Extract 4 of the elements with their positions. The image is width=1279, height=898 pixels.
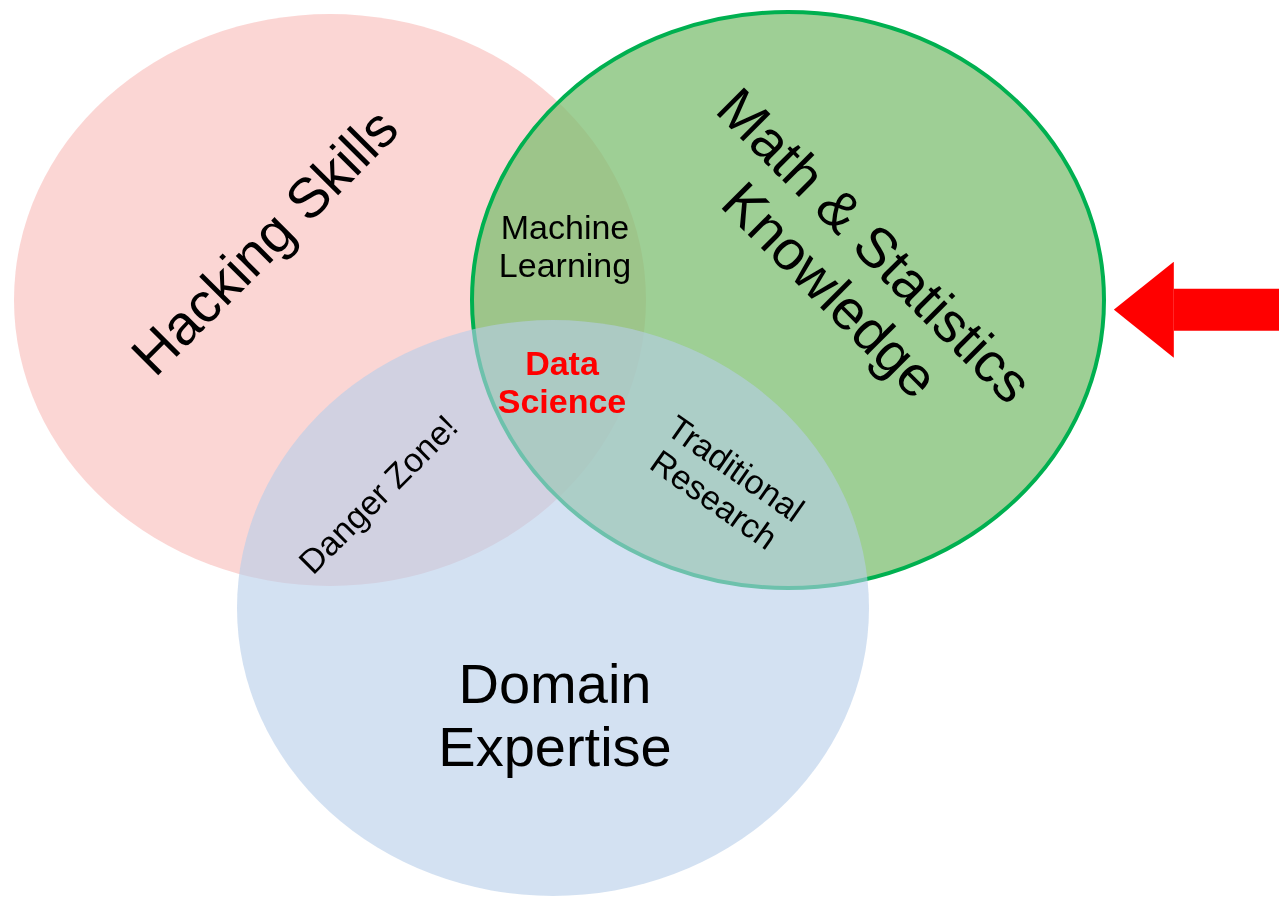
center-label: Data Science (496, 343, 628, 421)
circle-title: Domain Expertise (437, 653, 673, 779)
overlap-label: Machine Learning (497, 207, 633, 285)
block-arrow (1113, 261, 1279, 358)
